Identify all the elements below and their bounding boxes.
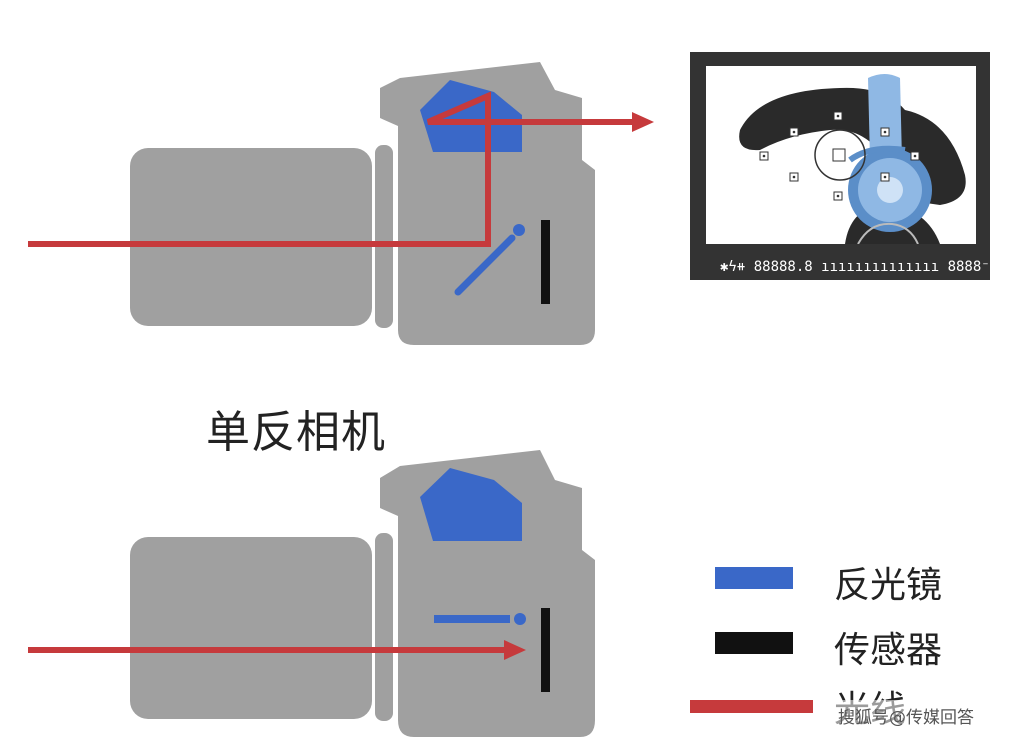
legend-label-sensor: 传感器 [834, 630, 943, 671]
legend-swatch-mirror [715, 567, 793, 589]
mirrorless-camera-bottom [28, 450, 595, 737]
pentaprism-mirror-top [420, 80, 522, 152]
mirror-hinge-top [513, 224, 525, 236]
sensor-bottom [541, 608, 550, 692]
collar-arc [857, 222, 919, 244]
lens-bottom [130, 537, 372, 719]
pentaprism-mirror-bottom [420, 468, 522, 541]
light-arrowhead-top [632, 112, 654, 132]
reflex-mirror-top [454, 234, 516, 296]
sensor-top [541, 220, 550, 304]
lens-ring-bottom [375, 533, 393, 721]
legend-swatch-sensor [715, 632, 793, 654]
watermark: 搜狐号@传媒回答 [838, 708, 974, 728]
viewfinder-preview: ✱ϟ⧺ 88888.8 ıııııııııııııı 8888⁻⁰● [690, 52, 1007, 280]
legend [690, 567, 813, 713]
legend-swatch-light [690, 700, 813, 713]
headphone-band [868, 74, 902, 160]
headphone-cup-inner [877, 177, 903, 203]
mirror-hinge-bottom [514, 613, 526, 625]
viewfinder-status-bar: ✱ϟ⧺ 88888.8 ıııııııııııııı 8888⁻⁰● [720, 259, 1007, 275]
light-path-top [28, 91, 632, 247]
legend-label-mirror: 反光镜 [834, 565, 943, 606]
light-arrowhead-bottom [504, 640, 526, 660]
dslr-camera-top [28, 62, 654, 345]
watermark-backdrop [830, 700, 1010, 730]
lens-ring-top [375, 145, 393, 328]
lens-top [130, 148, 372, 326]
headphone-rim [848, 145, 906, 163]
focus-circle [814, 129, 866, 181]
diagram-title: 单反相机 [206, 407, 386, 458]
